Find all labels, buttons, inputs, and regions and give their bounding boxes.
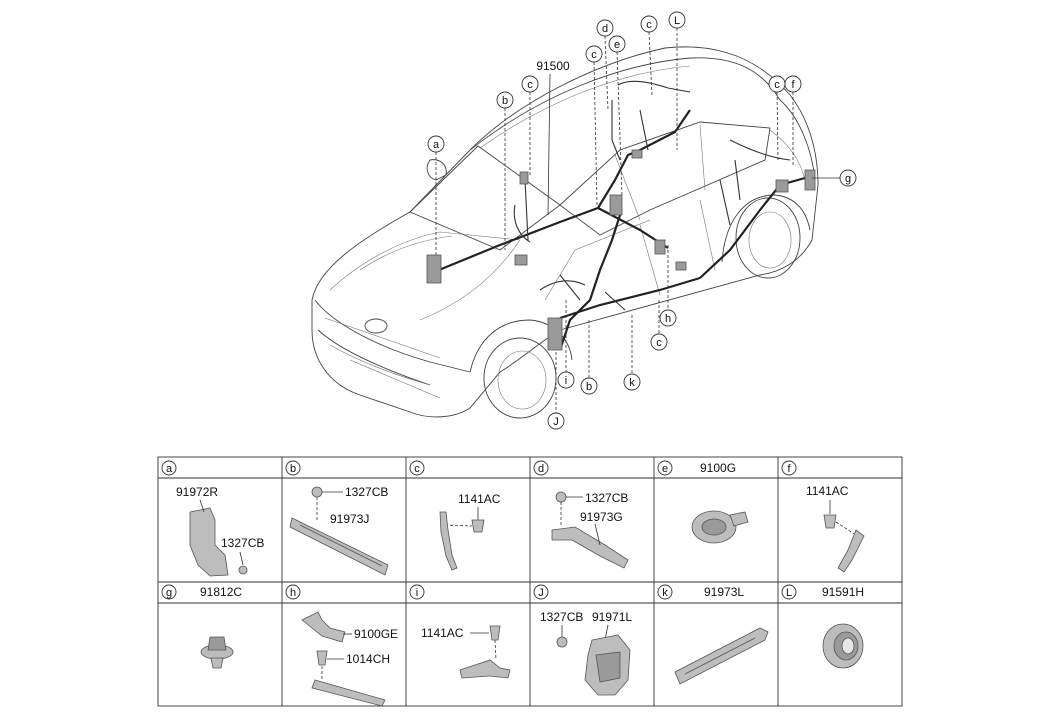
svg-text:9100GE: 9100GE [354, 627, 398, 641]
cell-h: h 9100GE 1014CH [285, 584, 398, 707]
svg-text:1327CB: 1327CB [221, 536, 264, 550]
cell-i: i 1141AC [409, 584, 511, 679]
callout-b-upper: b [496, 91, 514, 109]
svg-text:91973L: 91973L [704, 585, 744, 599]
svg-text:1327CB: 1327CB [345, 485, 388, 499]
svg-text:91973G: 91973G [580, 510, 623, 524]
svg-text:g: g [845, 173, 851, 185]
svg-text:J: J [553, 416, 559, 428]
svg-text:1327CB: 1327CB [540, 610, 583, 624]
svg-text:c: c [414, 463, 420, 475]
svg-text:91972R: 91972R [176, 485, 218, 499]
wiring-harness-91500 [426, 80, 816, 351]
svg-text:1141AC: 1141AC [458, 492, 501, 506]
svg-text:c: c [591, 49, 597, 61]
svg-text:c: c [527, 79, 533, 91]
callout-e: e [608, 35, 626, 53]
svg-text:c: c [774, 79, 780, 91]
callout-c-5: c [650, 333, 668, 351]
svg-text:h: h [665, 313, 671, 325]
cell-d: d 1327CB 91973G [533, 460, 629, 569]
callout-c-2: c [585, 45, 603, 63]
callout-i: i [557, 371, 575, 389]
svg-text:h: h [290, 587, 296, 599]
parts-grid [157, 456, 903, 707]
svg-text:i: i [416, 587, 418, 599]
svg-text:i: i [565, 375, 567, 387]
svg-text:d: d [538, 463, 544, 475]
callout-a: a [427, 135, 445, 153]
callout-d: d [596, 19, 614, 37]
main-part-label: 91500 [536, 59, 570, 73]
cell-c: c 1141AC [409, 460, 501, 571]
svg-text:c: c [646, 19, 652, 31]
callout-f: f [784, 75, 802, 93]
svg-text:f: f [791, 79, 795, 91]
cell-f: 1141AC f 1141AC [781, 460, 865, 573]
callout-k: k [623, 373, 641, 391]
svg-text:g: g [166, 587, 172, 599]
svg-text:1141AC: 1141AC [421, 626, 464, 640]
cell-L: L 91591H [781, 584, 864, 669]
cell-b: b 1327CB 91973J [285, 460, 389, 576]
cell-e: e 9100G [657, 460, 749, 544]
callout-c-1: c [521, 75, 539, 93]
svg-text:k: k [662, 587, 668, 599]
leader-lines [435, 28, 840, 413]
svg-text:f: f [787, 463, 791, 475]
svg-text:1327CB: 1327CB [585, 491, 628, 505]
callout-b-lower: b [580, 377, 598, 395]
svg-text:L: L [786, 587, 792, 599]
cell-a: a 91972R 1327CB [161, 460, 264, 577]
svg-text:91971L: 91971L [592, 610, 632, 624]
svg-text:e: e [614, 39, 620, 51]
callout-h: h [659, 309, 677, 327]
svg-text:1141AC: 1141AC [806, 484, 849, 498]
svg-text:e: e [662, 463, 668, 475]
svg-text:b: b [502, 95, 508, 107]
cell-k: k 91973L [657, 584, 769, 685]
callout-L: L [668, 11, 686, 29]
svg-text:L: L [674, 15, 680, 27]
callout-g: g [839, 169, 857, 187]
svg-text:b: b [586, 381, 592, 393]
svg-text:91973J: 91973J [330, 512, 369, 526]
svg-text:J: J [538, 587, 544, 599]
cell-J: J 1327CB 91971L [533, 584, 632, 696]
svg-text:a: a [166, 463, 173, 475]
cell-g: g 91812C [161, 584, 242, 669]
svg-text:a: a [433, 139, 440, 151]
callout-c-4: c [768, 75, 786, 93]
svg-text:d: d [602, 23, 608, 35]
svg-text:9100G: 9100G [700, 461, 736, 475]
svg-text:b: b [290, 463, 296, 475]
svg-text:c: c [656, 337, 662, 349]
svg-text:1014CH: 1014CH [346, 652, 390, 666]
callout-J: J [547, 412, 565, 430]
svg-text:91591H: 91591H [822, 585, 864, 599]
callout-c-3: c [640, 15, 658, 33]
car-illustration [311, 46, 819, 419]
svg-text:91812C: 91812C [200, 585, 242, 599]
svg-text:k: k [629, 377, 635, 389]
